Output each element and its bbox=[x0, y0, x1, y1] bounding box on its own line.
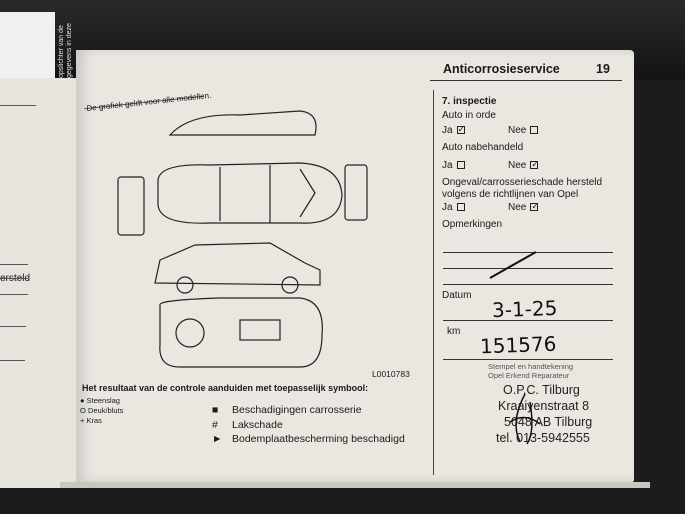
checkbox[interactable] bbox=[530, 126, 539, 135]
legend-label: Kras bbox=[86, 416, 102, 425]
car-side-view bbox=[154, 242, 321, 286]
q2-no[interactable]: Nee✓ bbox=[508, 159, 539, 171]
stamp-line-1: O.P.C. Tilburg bbox=[503, 383, 580, 397]
no-label: Nee bbox=[508, 125, 527, 136]
divider bbox=[0, 294, 28, 295]
legend-heading: Het resultaat van de controle aanduiden … bbox=[82, 383, 369, 393]
small-legend: ● Steenslag O Deuk/bluts + Kras bbox=[80, 396, 123, 426]
legend-item: ● Steenslag bbox=[80, 396, 123, 406]
signature bbox=[509, 393, 541, 445]
hash-icon: # bbox=[212, 418, 218, 431]
scratch-icon: + bbox=[80, 416, 85, 425]
q1-label: Auto in orde bbox=[442, 110, 496, 121]
no-label: Nee bbox=[508, 160, 527, 171]
car-diagram bbox=[117, 110, 368, 368]
column-divider bbox=[433, 90, 434, 475]
triangle-icon: ► bbox=[212, 433, 223, 445]
no-label: Nee bbox=[508, 202, 527, 213]
yes-label: Ja bbox=[442, 125, 453, 136]
large-legend: ■ Beschadigingen carrosserie # Lakschade ►… bbox=[212, 403, 405, 447]
legend-item: # Lakschade bbox=[212, 418, 405, 433]
q1-yes[interactable]: Ja✓ bbox=[442, 125, 465, 136]
date-value[interactable]: 3-1-25 bbox=[491, 295, 558, 323]
car-front-view bbox=[117, 176, 145, 236]
dent-icon: O bbox=[80, 406, 86, 415]
legend-label: Bodemplaatbescherming beschadigd bbox=[232, 433, 405, 445]
divider bbox=[0, 105, 36, 106]
checkbox-checked[interactable]: ✓ bbox=[456, 124, 466, 135]
q2-yes[interactable]: Ja bbox=[442, 160, 465, 171]
right-page bbox=[76, 50, 634, 482]
divider bbox=[0, 278, 28, 279]
legend-item: ■ Beschadigingen carrosserie bbox=[212, 403, 405, 418]
stamp-line-3: 5048 AB Tilburg bbox=[504, 415, 593, 429]
yes-label: Ja bbox=[442, 160, 453, 171]
diagram-reference: L0010783 bbox=[372, 369, 410, 379]
section-title: Anticorrosieservice bbox=[443, 62, 560, 76]
paper-card bbox=[0, 12, 55, 78]
handwritten-slash bbox=[489, 251, 537, 279]
page-edge bbox=[60, 482, 650, 488]
stamp-label-2: Opel Erkend Reparateur bbox=[488, 371, 570, 380]
left-page: ersteld bbox=[0, 78, 76, 488]
legend-item: + Kras bbox=[80, 416, 123, 426]
q3-yes[interactable]: Ja bbox=[442, 202, 465, 213]
legend-label: Lakschade bbox=[232, 418, 283, 431]
km-value[interactable]: 151576 bbox=[479, 331, 557, 359]
divider bbox=[0, 360, 25, 361]
km-label: km bbox=[447, 326, 461, 337]
car-rear-view bbox=[344, 164, 368, 221]
q3-no[interactable]: Nee✓ bbox=[508, 201, 539, 213]
remarks-line[interactable] bbox=[443, 268, 613, 269]
legend-label: Steenslag bbox=[86, 396, 120, 405]
car-roof-view bbox=[168, 110, 317, 136]
car-underside-view bbox=[159, 297, 323, 368]
page-number: 19 bbox=[596, 62, 610, 76]
checkbox-checked[interactable]: ✓ bbox=[530, 201, 539, 212]
checkbox[interactable] bbox=[456, 161, 465, 170]
remarks-line[interactable] bbox=[443, 252, 613, 253]
divider bbox=[0, 264, 28, 265]
stamp-label: Stempel en handtekening bbox=[488, 362, 574, 371]
q3-label-1: Ongeval/carrosserieschade hersteld bbox=[442, 177, 603, 188]
q1-no[interactable]: Nee bbox=[508, 125, 539, 136]
checkbox[interactable] bbox=[456, 203, 465, 212]
stone-chip-icon: ● bbox=[80, 396, 85, 405]
legend-item: O Deuk/bluts bbox=[80, 406, 123, 416]
q3-label-2: volgens de richtlijnen van Opel bbox=[442, 189, 579, 200]
remarks-label: Opmerkingen bbox=[442, 219, 503, 230]
remarks-line[interactable] bbox=[443, 284, 613, 285]
spine-text: opslichter van de gegevens in deze bbox=[58, 23, 73, 78]
legend-label: Deuk/bluts bbox=[87, 406, 124, 415]
inspection-title: 7. inspectie bbox=[442, 96, 497, 107]
legend-label: Beschadigingen carrosserie bbox=[232, 404, 362, 416]
legend-item: ► Bodemplaatbescherming beschadigd bbox=[212, 432, 405, 447]
car-top-view bbox=[157, 162, 343, 224]
yes-label: Ja bbox=[442, 202, 453, 213]
header-rule bbox=[430, 80, 622, 81]
km-line bbox=[443, 359, 613, 360]
square-icon: ■ bbox=[212, 404, 219, 416]
date-line bbox=[443, 320, 613, 321]
divider bbox=[0, 326, 26, 327]
checkbox-checked[interactable]: ✓ bbox=[530, 159, 539, 170]
date-label: Datum bbox=[442, 290, 472, 301]
q2-label: Auto nabehandeld bbox=[442, 142, 524, 153]
